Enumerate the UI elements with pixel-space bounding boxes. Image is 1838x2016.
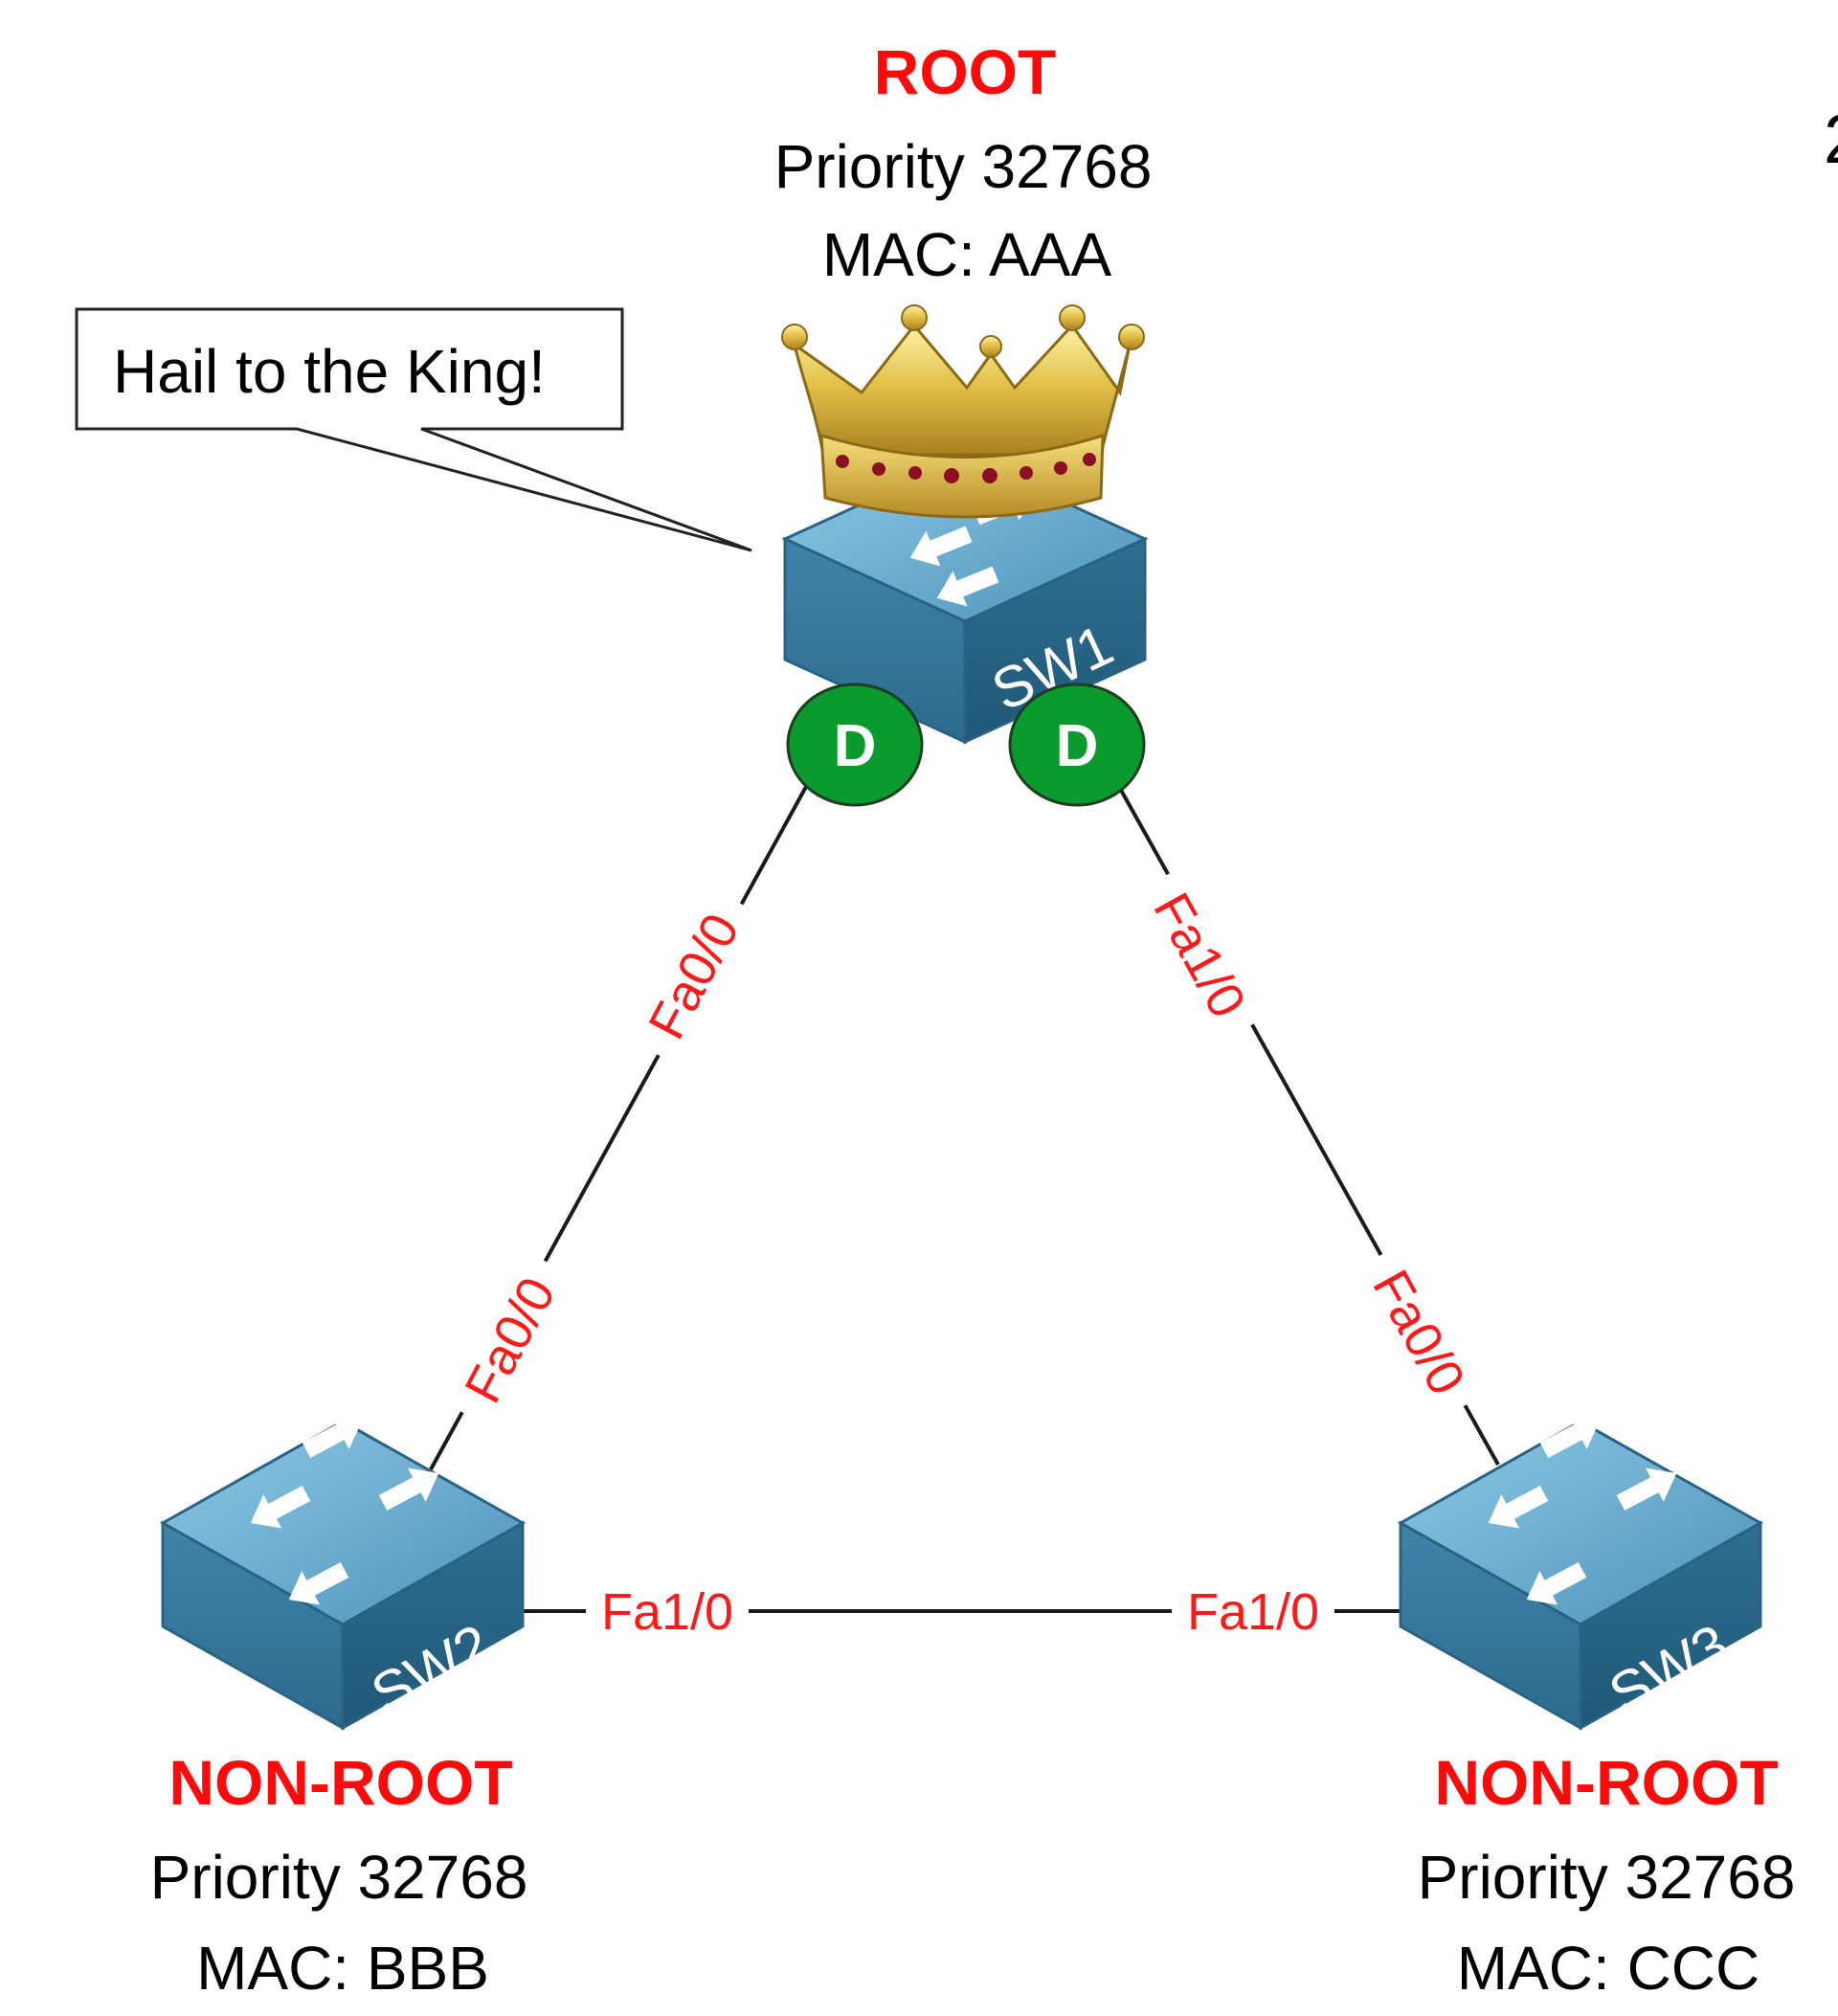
switch-sw2[interactable]: SW2 [159, 1403, 527, 1731]
svg-text:D: D [1056, 713, 1099, 779]
callout-bubble: Hail to the King! [75, 307, 752, 552]
switch-sw3[interactable]: SW3 [1397, 1403, 1764, 1731]
port-label-sw1-fa00: Fa0/0 [626, 885, 758, 1065]
port-label-sw1-fa10: Fa1/0 [1133, 864, 1268, 1044]
sw1-priority: Priority 32768 [774, 132, 1153, 201]
svg-text:Fa0/0: Fa0/0 [1361, 1261, 1475, 1404]
sw2-role: NON-ROOT [168, 1747, 512, 1818]
svg-text:Fa1/0: Fa1/0 [601, 1583, 733, 1641]
port-label-sw3-fa10: Fa1/0 [1172, 1581, 1334, 1641]
crown-icon [781, 304, 1145, 519]
sw1-role: ROOT [874, 36, 1057, 107]
svg-text:Fa1/0: Fa1/0 [1187, 1583, 1319, 1641]
svg-text:Fa0/0: Fa0/0 [454, 1268, 567, 1412]
port-label-sw2-fa00: Fa0/0 [442, 1249, 574, 1429]
sw3-mac: MAC: CCC [1457, 1934, 1760, 2003]
cropped-edge-text: 2 [1824, 101, 1838, 178]
designated-port-badge-fa00: D [786, 683, 924, 807]
sw2-priority: Priority 32768 [150, 1843, 528, 1912]
svg-text:Fa1/0: Fa1/0 [1142, 884, 1256, 1027]
svg-text:D: D [834, 713, 877, 779]
port-label-sw2-fa10: Fa1/0 [586, 1581, 749, 1641]
sw3-role: NON-ROOT [1434, 1747, 1778, 1818]
port-label-sw3-fa00: Fa0/0 [1353, 1242, 1488, 1422]
sw2-mac: MAC: BBB [196, 1934, 489, 2003]
callout-text: Hail to the King! [113, 337, 546, 406]
svg-text:Fa0/0: Fa0/0 [638, 905, 751, 1048]
designated-port-badge-fa10: D [1008, 683, 1146, 807]
sw1-mac: MAC: AAA [822, 220, 1112, 289]
sw3-priority: Priority 32768 [1418, 1843, 1796, 1912]
